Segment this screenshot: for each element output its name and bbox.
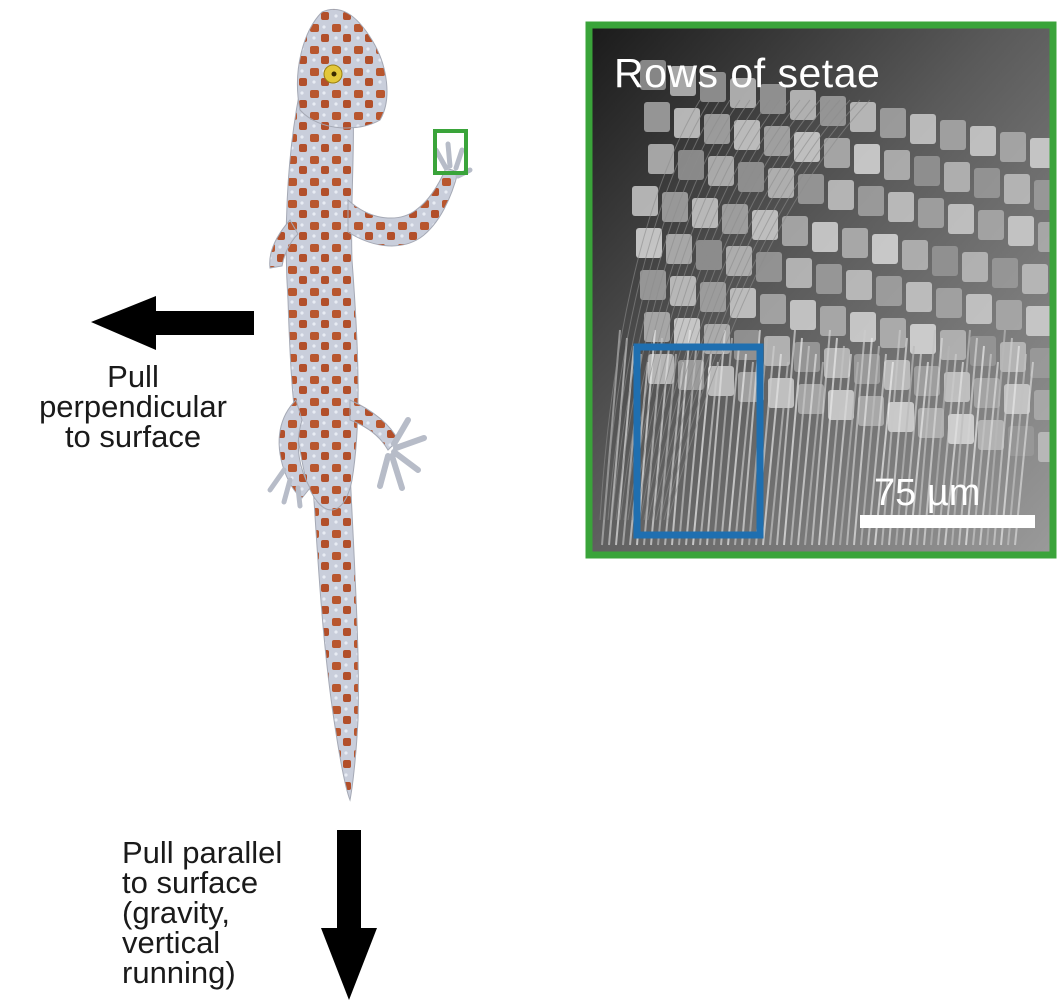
gecko-front-right-leg [348,168,458,246]
parallel-pull-label: Pull parallel to surface (gravity, verti… [122,838,342,988]
micrograph-title: Rows of setae [614,50,880,97]
perpendicular-pull-label: Pull perpendicular to surface [8,362,258,452]
setae-micrograph [589,25,1059,555]
scale-bar-label: 75 µm [874,472,980,515]
gecko-illustration [270,9,470,800]
perpendicular-pull-arrow [91,296,254,350]
scale-bar [860,515,1035,528]
gecko-tail [312,470,358,800]
gecko-head [297,9,387,128]
